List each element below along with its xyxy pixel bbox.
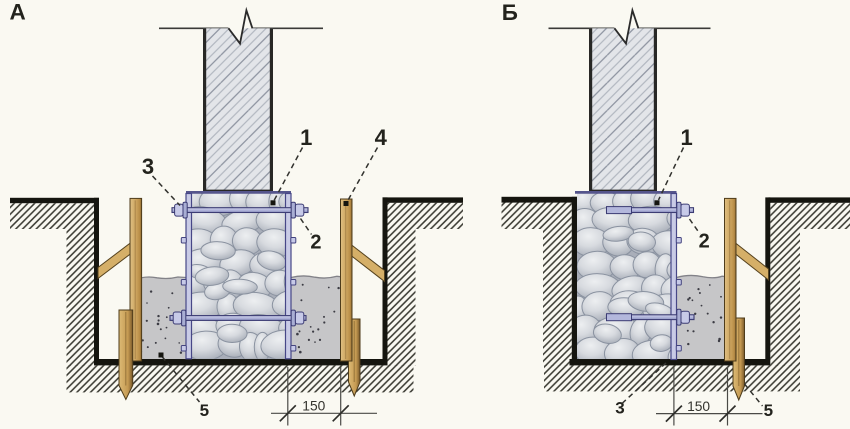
svg-text:150: 150 bbox=[302, 399, 325, 414]
svg-text:5: 5 bbox=[200, 401, 209, 420]
svg-text:1: 1 bbox=[300, 125, 312, 150]
svg-text:Б: Б bbox=[502, 0, 518, 25]
svg-text:2: 2 bbox=[310, 231, 321, 253]
svg-text:А: А bbox=[9, 0, 25, 25]
svg-text:2: 2 bbox=[699, 231, 710, 253]
svg-text:3: 3 bbox=[615, 399, 624, 418]
svg-text:150: 150 bbox=[687, 399, 710, 414]
svg-text:4: 4 bbox=[375, 125, 388, 150]
svg-text:5: 5 bbox=[764, 401, 773, 420]
svg-text:3: 3 bbox=[142, 154, 154, 179]
svg-text:1: 1 bbox=[680, 125, 692, 150]
